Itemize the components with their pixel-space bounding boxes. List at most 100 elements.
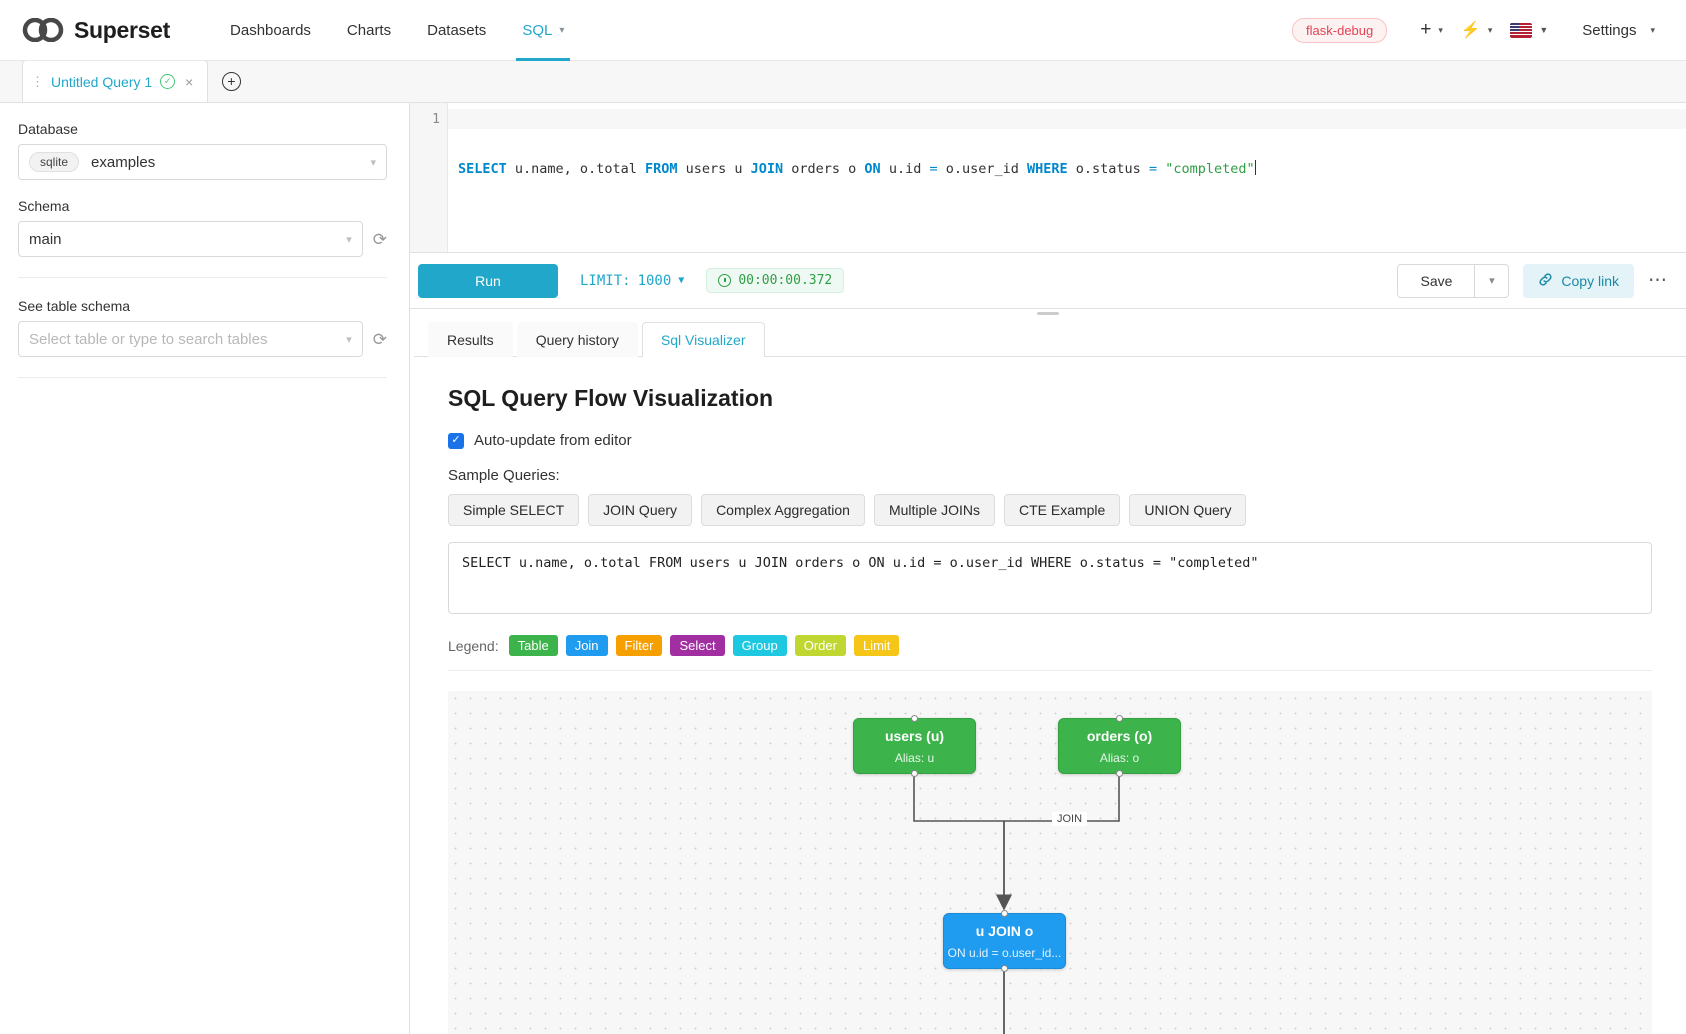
drag-grip-icon[interactable]: ⋮ [31, 73, 44, 89]
panel-divider [18, 277, 387, 278]
sql-token-join: JOIN [750, 161, 784, 177]
chevron-down-icon: ▾ [346, 333, 352, 346]
copy-link-label: Copy link [1561, 272, 1619, 289]
chevron-down-icon: ▾ [559, 24, 565, 36]
refresh-tables-icon[interactable]: ⟳ [372, 329, 387, 349]
visualizer-body: SQL Query Flow Visualization ✓ Auto-upda… [414, 357, 1686, 1034]
node-title: users (u) [884, 728, 945, 745]
run-button[interactable]: Run [418, 263, 558, 298]
schema-select[interactable]: main ▾ [18, 221, 363, 257]
nav-link-label: SQL [522, 21, 553, 39]
nav-link-sql[interactable]: SQL ▾ [504, 0, 582, 61]
nav-link-charts[interactable]: Charts [329, 0, 409, 61]
sql-token-select: SELECT [458, 161, 507, 177]
database-field: Database sqlite examples ▾ [18, 121, 387, 180]
sample-button-union-query[interactable]: UNION Query [1129, 494, 1247, 526]
auto-update-label: Auto-update from editor [474, 432, 632, 449]
database-select[interactable]: sqlite examples ▾ [18, 144, 387, 180]
legend-item-join: Join [565, 635, 608, 656]
sample-button-multiple-joins[interactable]: Multiple JOINs [873, 494, 995, 526]
bolt-menu-button[interactable]: ⚡ ▾ [1452, 20, 1501, 40]
save-button-group: Save ▾ [1397, 263, 1510, 298]
node-port-top[interactable] [1115, 715, 1123, 722]
limit-dropdown[interactable]: LIMIT: 1000 ▼ [580, 273, 684, 289]
refresh-schema-icon[interactable]: ⟳ [372, 229, 387, 249]
pane-resize-handle[interactable] [1037, 312, 1059, 315]
panel-divider-2 [18, 377, 387, 378]
check-circle-icon: ✓ [160, 74, 176, 89]
new-menu-button[interactable]: + ▾ [1411, 19, 1452, 41]
node-orders[interactable]: orders (o) Alias: o [1058, 715, 1181, 777]
node-port-top[interactable] [910, 715, 918, 722]
sample-button-simple-select[interactable]: Simple SELECT [448, 494, 580, 526]
node-port-bottom[interactable] [910, 770, 918, 777]
sql-token-completed: "completed" [1157, 161, 1255, 177]
tab-sql-visualizer[interactable]: Sql Visualizer [641, 322, 765, 357]
more-options-icon[interactable]: ⋯ [1648, 270, 1668, 291]
text-caret [1254, 160, 1256, 175]
page-title: SQL Query Flow Visualization [448, 385, 774, 411]
schema-value: main [29, 230, 62, 248]
sql-ace-editor[interactable]: 1 SELECT u.name, o.total FROM users u JO… [410, 103, 1686, 253]
sql-token-orders: orders o [783, 161, 865, 177]
copy-link-button[interactable]: Copy link [1523, 263, 1634, 298]
query-tab-bar: ⋮ Untitled Query 1 ✓ × + [0, 60, 1686, 103]
save-button[interactable]: Save [1397, 263, 1476, 298]
sample-button-join-query[interactable]: JOIN Query [588, 494, 693, 526]
legend-label: Legend: [448, 637, 499, 654]
node-join[interactable]: u JOIN o ON u.id = o.user_id... [943, 910, 1066, 972]
sample-button-cte-example[interactable]: CTE Example [1003, 494, 1121, 526]
editor-code-line: SELECT u.name, o.total FROM users u JOIN… [458, 160, 1686, 177]
close-icon[interactable]: × [185, 73, 194, 90]
sql-token-cols: u.name, o.total [506, 161, 645, 177]
legend-item-order: Order [794, 635, 846, 656]
top-navbar: Superset Dashboards Charts Datasets SQL … [0, 0, 1686, 61]
flow-canvas[interactable]: JOIN users (u) Alias: u orders (o) Alias… [448, 691, 1652, 1034]
query-tab-untitled-query-1[interactable]: ⋮ Untitled Query 1 ✓ × [22, 60, 209, 102]
right-editor-panel: 1 SELECT u.name, o.total FROM users u JO… [410, 103, 1686, 1034]
node-users[interactable]: users (u) Alias: u [853, 715, 976, 777]
sample-button-complex-aggregation[interactable]: Complex Aggregation [701, 494, 865, 526]
tab-query-history[interactable]: Query history [516, 322, 638, 357]
sql-token-eq2: = [1148, 161, 1158, 177]
table-select[interactable]: Select table or type to search tables ▾ [18, 321, 363, 357]
main-split: Database sqlite examples ▾ Schema main ▾… [0, 103, 1686, 1034]
chevron-down-icon: ▼ [1539, 25, 1549, 35]
sample-queries-label: Sample Queries: [448, 467, 560, 484]
sql-input-textarea[interactable] [448, 542, 1652, 614]
node-port-top[interactable] [1000, 910, 1008, 917]
save-dropdown-caret[interactable]: ▾ [1475, 263, 1510, 298]
edge-label-join: JOIN [1052, 812, 1088, 826]
chevron-down-icon: ▾ [1487, 24, 1493, 35]
us-flag-icon [1510, 22, 1533, 38]
nav-links: Dashboards Charts Datasets SQL ▾ [212, 0, 582, 61]
nav-link-dashboards[interactable]: Dashboards [212, 0, 329, 61]
tab-results[interactable]: Results [428, 322, 513, 357]
schema-label: Schema [18, 198, 70, 214]
query-tab-label: Untitled Query 1 [51, 73, 153, 90]
language-menu-button[interactable]: ▼ [1501, 22, 1557, 38]
flow-edges [913, 774, 1120, 1034]
node-subtitle: ON u.id = o.user_id... [947, 945, 1062, 960]
auto-update-checkbox[interactable]: ✓ [448, 432, 464, 449]
editor-code-area[interactable]: SELECT u.name, o.total FROM users u JOIN… [448, 103, 1686, 252]
node-port-bottom[interactable] [1000, 965, 1008, 972]
tab-label: Sql Visualizer [660, 332, 746, 348]
nav-right: flask-debug + ▾ ⚡ ▾ ▼ Settings ▾ [1292, 17, 1664, 43]
nav-link-datasets[interactable]: Datasets [409, 0, 504, 61]
sql-token-from: FROM [644, 161, 678, 177]
tab-label: Query history [535, 332, 619, 348]
clock-icon [718, 274, 732, 287]
brand[interactable]: Superset [22, 17, 170, 44]
table-schema-label: See table schema [18, 298, 131, 314]
schema-field: Schema main ▾ ⟳ [18, 198, 387, 257]
chevron-down-icon: ▾ [346, 233, 352, 246]
nav-link-label: Datasets [427, 21, 487, 39]
settings-menu-button[interactable]: Settings ▾ [1557, 22, 1664, 39]
limit-label: LIMIT: [580, 272, 631, 289]
new-query-tab-button[interactable]: + [208, 60, 254, 102]
legend-item-table: Table [508, 635, 558, 656]
node-port-bottom[interactable] [1115, 770, 1123, 777]
legend-item-limit: Limit [853, 635, 900, 656]
legend-item-filter: Filter [615, 635, 663, 656]
